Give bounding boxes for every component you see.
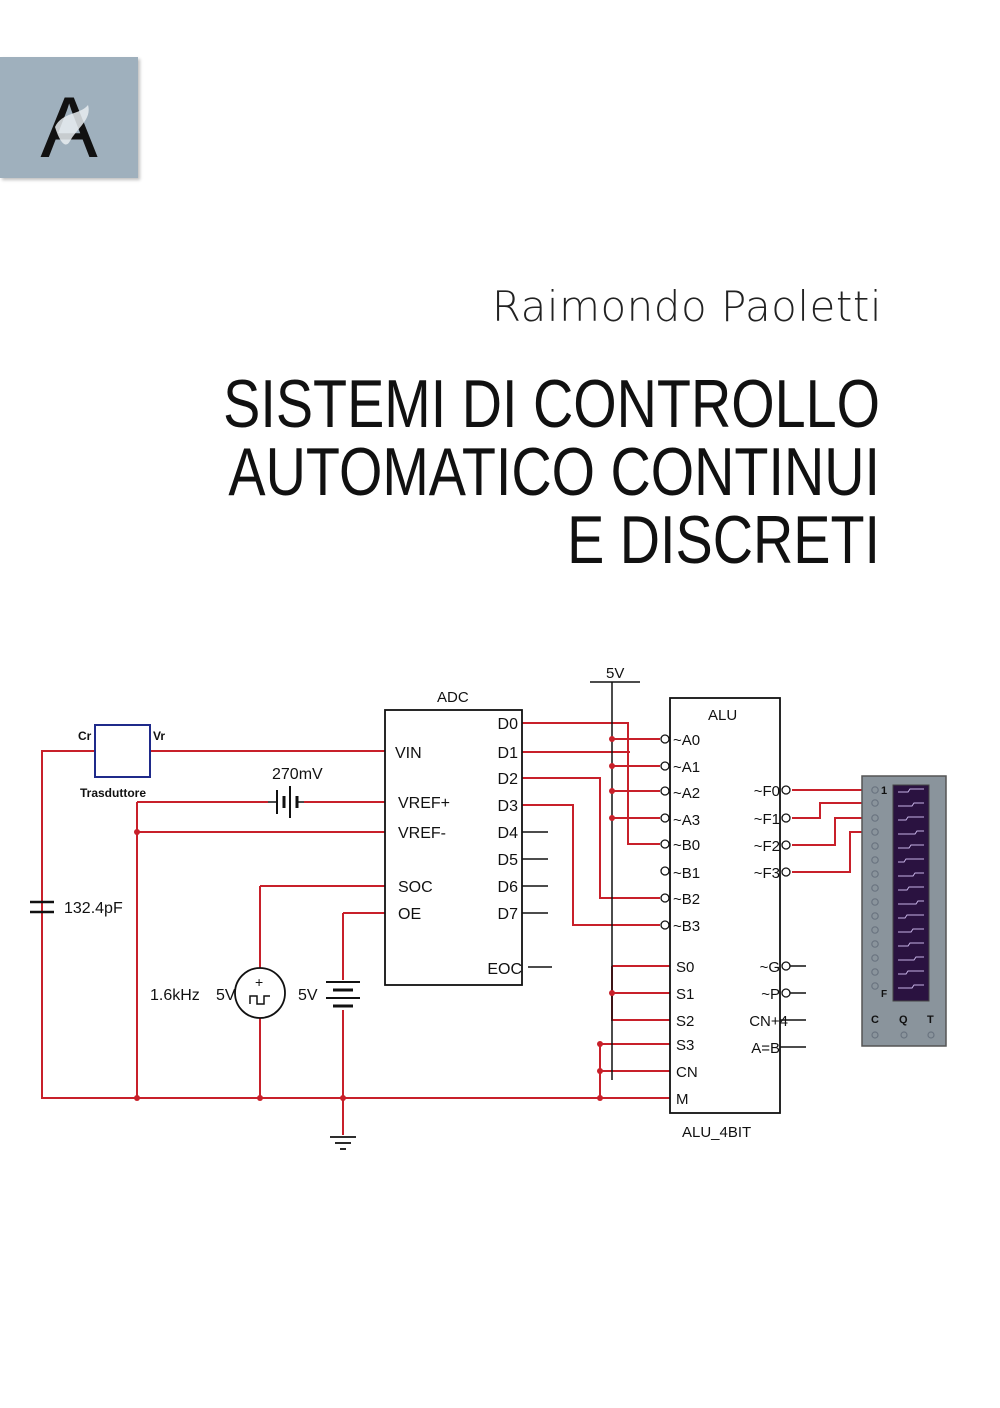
alu-pin-a0: ~A0 bbox=[673, 732, 700, 749]
battery-label: 270mV bbox=[272, 766, 323, 783]
logic-analyzer: 1 F C Q T bbox=[861, 775, 947, 1047]
junctions bbox=[134, 736, 615, 1101]
battery-icon bbox=[268, 786, 304, 818]
analyzer-label-c: C bbox=[871, 1014, 879, 1026]
alu-pin-f1: ~F1 bbox=[754, 811, 780, 828]
alu-chip bbox=[669, 697, 781, 1114]
analyzer-label-q: Q bbox=[899, 1014, 908, 1026]
alu-pin-g: ~G bbox=[760, 959, 780, 976]
alu-pin-m: M bbox=[676, 1091, 689, 1108]
clock-source-icon bbox=[234, 967, 286, 1019]
transducer-cr: Cr bbox=[78, 729, 92, 743]
alu-pin-b0: ~B0 bbox=[673, 837, 700, 854]
dc-source-icon bbox=[326, 981, 360, 1008]
alu-pin-s2: S2 bbox=[676, 1013, 694, 1030]
alu-pin-p: ~P bbox=[761, 986, 780, 1003]
alu-pin-b1: ~B1 bbox=[673, 865, 700, 882]
adc-pin-vref-plus: VREF+ bbox=[398, 795, 450, 812]
alu-pin-f3: ~F3 bbox=[754, 865, 780, 882]
adc-pin-d3: D3 bbox=[498, 798, 519, 815]
adc-pin-eoc: EOC bbox=[487, 961, 522, 978]
transducer-label: Trasduttore bbox=[80, 786, 146, 800]
book-title: SISTEMI DI CONTROLLO AUTOMATICO CONTINUI… bbox=[223, 370, 880, 574]
adc-name: ADC bbox=[437, 689, 469, 706]
alu-pin-s1: S1 bbox=[676, 986, 694, 1003]
adc-pin-vin: VIN bbox=[395, 745, 422, 762]
analyzer-pin-1: 1 bbox=[881, 785, 887, 797]
alu-pin-a1: ~A1 bbox=[673, 759, 700, 776]
title-line-1: SISTEMI DI CONTROLLO bbox=[223, 366, 880, 442]
title-line-2: AUTOMATICO CONTINUI bbox=[228, 434, 881, 510]
clock-voltage: 5V bbox=[216, 987, 236, 1004]
adc-pin-d2: D2 bbox=[498, 771, 519, 788]
adc-chip bbox=[384, 709, 523, 986]
alu-pin-s0: S0 bbox=[676, 959, 694, 976]
logo-figure-icon bbox=[55, 105, 89, 145]
adc-pin-d5: D5 bbox=[498, 852, 519, 869]
alu-pin-cn: CN bbox=[676, 1064, 698, 1081]
wires bbox=[41, 722, 870, 1135]
supply-label: 5V bbox=[606, 665, 624, 682]
adc-pin-vref-minus: VREF- bbox=[398, 825, 446, 842]
alu-pin-b2: ~B2 bbox=[673, 891, 700, 908]
adc-pin-d1: D1 bbox=[498, 745, 519, 762]
adc-pin-d4: D4 bbox=[498, 825, 519, 842]
transducer-vr: Vr bbox=[153, 729, 165, 743]
alu-pin-a2: ~A2 bbox=[673, 785, 700, 802]
alu-pin-b3: ~B3 bbox=[673, 918, 700, 935]
clock-frequency: 1.6kHz bbox=[150, 987, 200, 1004]
alu-pin-aeqb: A=B bbox=[751, 1040, 780, 1057]
title-line-3: E DISCRETI bbox=[567, 502, 880, 578]
adc-pin-d0: D0 bbox=[498, 716, 519, 733]
alu-pin-cn4: CN+4 bbox=[749, 1013, 788, 1030]
alu-pin-s3: S3 bbox=[676, 1037, 694, 1054]
analyzer-pin-f: F bbox=[881, 989, 887, 1000]
adc-pin-oe: OE bbox=[398, 906, 421, 923]
adc-pin-soc: SOC bbox=[398, 879, 433, 896]
alu-pin-f0: ~F0 bbox=[754, 783, 780, 800]
analyzer-label-t: T bbox=[927, 1014, 934, 1026]
transducer-block bbox=[94, 724, 151, 778]
capacitor-label: 132.4pF bbox=[64, 900, 123, 917]
ground-icon bbox=[330, 1136, 356, 1150]
author-name: Raimondo Paoletti bbox=[491, 282, 882, 331]
alu-name: ALU bbox=[708, 707, 737, 724]
adc-pin-d6: D6 bbox=[498, 879, 519, 896]
alu-pin-f2: ~F2 bbox=[754, 838, 780, 855]
circuit-schematic: 5V Cr Vr Trasduttore 132.4pF 270mV + 1.6… bbox=[30, 665, 947, 1150]
alu-pin-a3: ~A3 bbox=[673, 812, 700, 829]
svg-text:+: + bbox=[255, 974, 263, 990]
capacitor-icon bbox=[30, 900, 54, 914]
publisher-logo: A bbox=[0, 57, 138, 178]
alu-part: ALU_4BIT bbox=[682, 1124, 751, 1141]
adc-pin-d7: D7 bbox=[498, 906, 519, 923]
dc-source-label: 5V bbox=[298, 987, 318, 1004]
